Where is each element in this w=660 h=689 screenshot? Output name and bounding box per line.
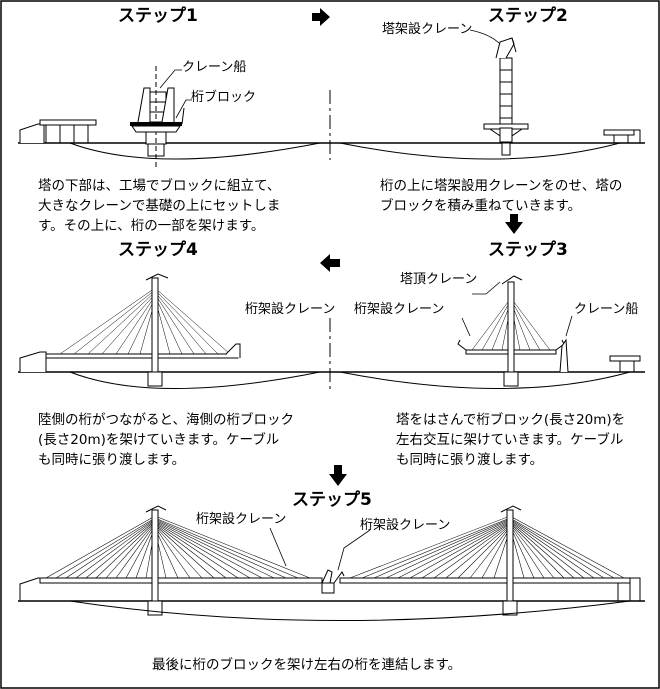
step5-description-line: 最後に桁のブロックを架け左右の桁を連結します。	[152, 657, 462, 673]
step3-description-line: も同時に張り渡します。	[396, 452, 544, 468]
step5-illustration	[18, 505, 645, 621]
step3-description-line: 塔をはさんで桁ブロック(長さ20m)を	[396, 412, 626, 428]
flow-arrow-down	[505, 214, 523, 234]
step5-description: 最後に桁のブロックを架け左右の桁を連結します。	[152, 655, 461, 675]
step3-tower-top-crane-label: 塔頂クレーン	[400, 272, 478, 287]
flow-arrow-right	[312, 8, 330, 26]
step2-tower-crane-label: 塔架設クレーン	[382, 22, 473, 37]
step5-title: ステップ5	[292, 490, 372, 510]
flow-arrows	[312, 8, 523, 486]
step3-description: 塔をはさんで桁ブロック(長さ20m)を 左右交互に架けていきます。ケーブル も同…	[396, 410, 625, 470]
step4-description-line: (長さ20m)を架けていきます。ケーブル	[38, 432, 280, 448]
step3-illustration	[330, 275, 645, 389]
step2-description-line: ブロックを積み重ねていきます。	[380, 198, 582, 214]
step4-description-line: 陸側の桁がつながると、海側の桁ブロック	[38, 412, 294, 428]
step3-description-line: 左右交互に架けていきます。ケーブル	[396, 432, 624, 448]
step5-left-crane-label: 桁架設クレーン	[196, 512, 287, 527]
step2-description-line: 桁の上に塔架設用クレーンをのせ、塔の	[380, 178, 623, 194]
step1-illustration	[18, 66, 330, 170]
step1-crane-ship-label: クレーン船	[182, 60, 247, 75]
step4-title: ステップ4	[118, 240, 198, 260]
step4-illustration	[18, 273, 330, 389]
step1-description-line: 塔の下部は、工場でブロックに組立て、	[38, 178, 281, 194]
step5-right-crane-label: 桁架設クレーン	[360, 518, 451, 533]
step3-title: ステップ3	[488, 240, 568, 260]
step1-title: ステップ1	[118, 6, 198, 26]
step1-description-line: 大きなクレーンで基礎の上にセットしま	[38, 198, 281, 214]
step2-title: ステップ2	[488, 6, 568, 26]
step1-girder-block-label: 桁ブロック	[191, 90, 257, 105]
step3-girder-crane-label: 桁架設クレーン	[354, 302, 445, 317]
step3-crane-ship-label: クレーン船	[574, 302, 639, 317]
flow-arrow-down	[329, 465, 347, 486]
step1-description-line: す。その上に、桁の一部を架けます。	[38, 218, 265, 234]
step4-girder-crane-label: 桁架設クレーン	[245, 302, 336, 317]
flow-arrow-left	[320, 254, 340, 272]
step4-description: 陸側の桁がつながると、海側の桁ブロック (長さ20m)を架けていきます。ケーブル…	[38, 410, 294, 470]
step2-description: 桁の上に塔架設用クレーンをのせ、塔の ブロックを積み重ねていきます。	[380, 176, 622, 216]
step1-description: 塔の下部は、工場でブロックに組立て、 大きなクレーンで基礎の上にセットしま す。…	[38, 176, 280, 236]
step4-description-line: も同時に張り渡します。	[38, 452, 186, 468]
step2-illustration	[330, 29, 645, 160]
